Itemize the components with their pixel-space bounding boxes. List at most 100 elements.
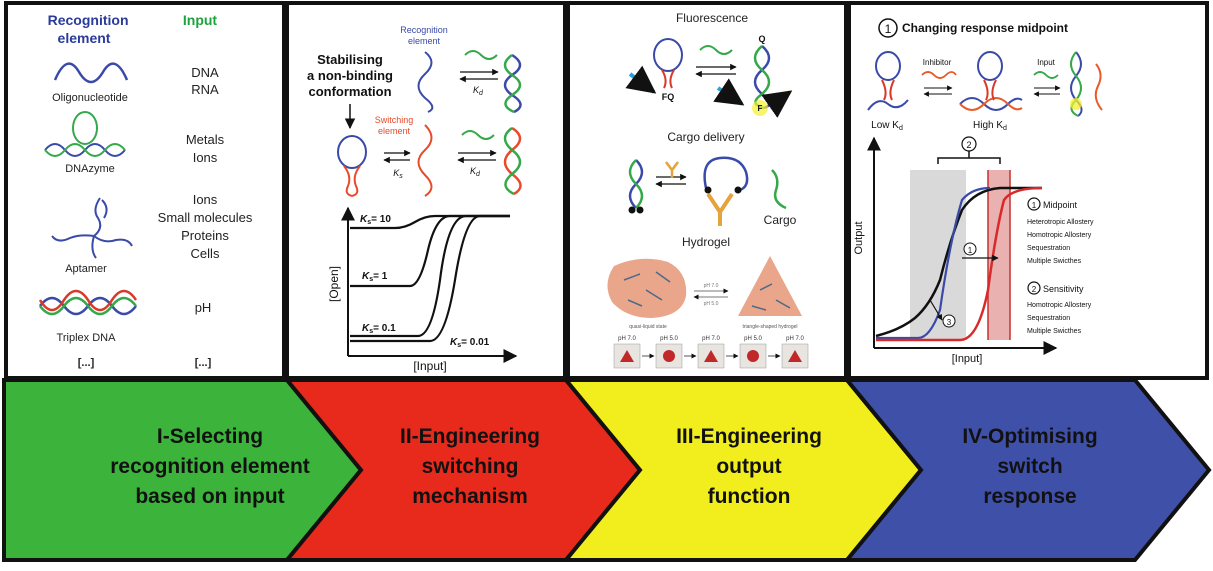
ph-gel-1 [620,350,634,362]
ph-tile-4 [739,343,767,369]
element-label-1: Oligonucleotide [52,92,128,104]
midpoint-band [988,170,1010,340]
ph-gel-4 [747,350,759,362]
ks001-val: = 0.01 [461,337,490,348]
stage-3-line-1: III-Engineering [676,425,822,448]
stage-3-line-2: output [716,455,781,478]
ks-label-mid: Ks [393,168,403,180]
panel-4-frame [847,1,1209,380]
panel-1: Recognition element Input Oligonucleotid… [38,12,253,369]
ph-tag-1: pH 7.0 [618,336,636,342]
kd-label-mid: Kd [470,166,481,178]
kd-top-sub: d [479,90,484,97]
cargo-dot-3 [704,186,712,194]
ph-gel-3 [704,350,718,362]
switching-plot: [Open] [Input] Ks= 10 Ks= 1 Ks= 0.1 Ks= … [327,206,518,373]
fluorescence-label: Fluorescence [676,11,748,25]
label-ks-001: Ks= 0.01 [450,337,490,349]
midpoint-title: Midpoint [1043,200,1078,210]
ks01-val: = 0.1 [373,323,396,334]
recognition-header-line1: Recognition [48,12,129,28]
emission-arrow [761,90,793,118]
ks10-val: = 10 [371,214,391,225]
recognition-label-2: element [408,36,441,46]
input-header: Input [183,12,218,28]
plot4-x-label: [Input] [952,353,983,365]
f-label: F [758,104,763,113]
open-duplex-p4 [1070,51,1103,117]
panel2-title-3: conformation [308,84,391,99]
number-1: 1 [885,22,892,36]
hydrogel-right-caption: triangle-shaped hydrogel [742,324,797,330]
aptamer-icon [51,197,133,259]
duplex-mid-icon [503,126,522,196]
midpoint-item-2: Homotropic Allostery [1027,232,1092,239]
response-plot: 2 Output [Input] 1 3 [853,136,1058,365]
low-kd-hairpin-loop [875,51,901,81]
input-3b: Small molecules [158,210,253,225]
oligonucleotide-icon [53,62,129,84]
fluor-input-strand [699,45,733,55]
number-1b: 1 [968,246,973,255]
hydrogel-left-caption: quasi-liquid state [629,324,667,330]
label-ks-01: Ks= 0.1 [362,323,396,335]
input-strand-top [464,50,498,60]
q-label: Q [758,34,765,44]
curve-ks-001 [350,214,510,343]
liquid-hydrogel-strands [623,271,671,307]
ph-tag-4: pH 5.0 [744,336,762,342]
triangle-hydrogel-strands [751,283,791,311]
ph-gel-5 [788,350,802,362]
antibody-icon [706,192,734,226]
ks1-k: K [362,271,370,282]
mechanism-legend: 1 Midpoint Heterotropic Allostery Homotr… [1027,197,1094,335]
ph-tag-3: pH 7.0 [702,336,720,342]
curve-ks-01 [350,214,510,338]
sensitivity-item-1: Homotropic Allostery [1027,302,1092,309]
kd-mid-sub: d [476,171,481,178]
ks10-k: K [360,214,368,225]
input-3d: Cells [191,246,220,261]
hydrogel-arrow-bottom: pH 5.0 [704,301,719,307]
input-2a: Metals [186,132,225,147]
sensitivity-arrow [929,299,943,321]
fq-label: FQ [662,92,675,102]
ks-mid-k: K [393,168,400,178]
switching-strand [417,124,433,197]
low-kd-label: Low Kd [871,120,903,132]
excitation-arrow-right [713,78,745,106]
high-kd-hairpin-loop [977,51,1003,81]
curve-ks-1 [350,214,510,288]
hydrogel-arrow-top: pH 7.0 [704,283,719,289]
ph-series: pH 7.0 pH 5.0 pH 7.0 pH 5.0 pH 7.0 [613,336,809,369]
cargo-loop-strand [703,156,749,192]
fluor-hairpin-stem [661,69,675,89]
duplex-top-icon [503,53,522,114]
input-4a: pH [195,300,212,315]
low-kd-sub: d [899,125,903,132]
low-kd-stem [881,79,895,101]
high-kd-text: High K [973,120,1003,131]
stage-4-arrow [842,378,1212,562]
ks-mid-sub: s [399,173,403,180]
sensitivity-item-3: Multiple Swicthes [1027,328,1082,335]
label-ks-10: Ks= 10 [360,214,391,226]
high-kd-sub: d [1003,125,1007,132]
panel-3: Fluorescence FQ Q F Cargo delivery [607,11,809,369]
liquid-hydrogel-blob [607,258,687,318]
recognition-label-1: Recognition [400,25,448,35]
curve-reference [875,186,1042,338]
high-kd-duplex [959,79,1023,111]
low-kd-text: Low K [871,120,899,131]
cargo-delivery-label: Cargo delivery [667,130,744,144]
legend-2-circle [1027,281,1041,295]
stage-4-line-1: IV-Optimising [962,425,1097,448]
sensitivity-title: Sensitivity [1043,284,1084,294]
stage-1-line-1: I-Selecting [157,425,263,448]
stage-3-line-3: function [708,485,791,508]
number-3: 3 [947,318,952,327]
small-antibody-icon [665,161,679,178]
input-strand-p4 [1033,71,1059,79]
switching-label-2: element [378,126,411,136]
